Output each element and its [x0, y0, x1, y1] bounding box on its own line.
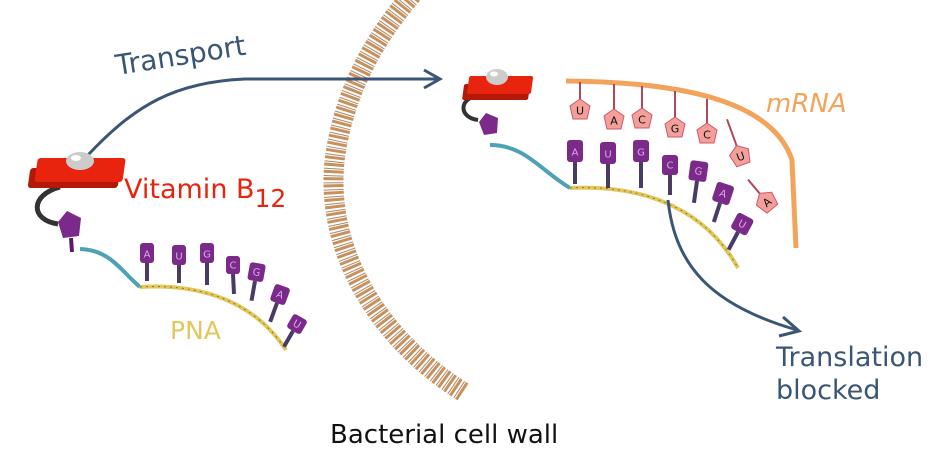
mrna-strand — [565, 78, 799, 249]
vitamin-b12-label: Vitamin B12 — [124, 176, 286, 211]
translation-label-line2: blocked — [776, 375, 881, 406]
cell-wall-label: Bacterial cell wall — [330, 420, 559, 450]
pna-right-base-2: U — [604, 150, 611, 161]
linker-pentagon-right — [479, 113, 498, 135]
mrna-bases: U A C G C U A — [569, 82, 779, 214]
mrna-base-3: C — [638, 114, 646, 127]
pna-bases-left: A U G C G A U — [140, 243, 307, 348]
pna-left-base-2: U — [175, 252, 182, 263]
linker-right — [489, 143, 572, 190]
mrna-base-1: U — [576, 105, 584, 118]
pna-right-base-1: A — [572, 148, 579, 159]
pna-left-base-7: U — [291, 318, 303, 331]
pna-label: PNA — [170, 316, 221, 345]
pna-left-base-1: A — [144, 250, 151, 261]
pna-left-base-4: C — [230, 261, 237, 272]
mrna-label: mRNA — [766, 89, 847, 119]
mrna-base-5: C — [703, 129, 711, 142]
pna-right-base-6: A — [718, 188, 728, 201]
pna-right-base-3: G — [637, 148, 645, 159]
pna-left-base-3: G — [203, 250, 211, 261]
mrna-base-4: G — [671, 123, 680, 136]
bacterial-cell-wall — [323, 0, 469, 401]
pna-left-base-5: G — [252, 267, 262, 279]
mrna-base-2: A — [610, 115, 618, 128]
pna-right-base-7: U — [736, 218, 748, 231]
pna-bases-right: A U G C G A U — [567, 140, 754, 251]
translation-blocked-arrow — [666, 199, 803, 338]
pna-right-base-5: G — [694, 166, 703, 178]
vitamin-b12-right — [461, 69, 534, 122]
vitamin-label-subscript: 12 — [254, 184, 287, 213]
linker-left — [79, 247, 142, 289]
vitamin-b12-left — [27, 152, 126, 227]
transport-arrow — [86, 68, 444, 157]
translation-label-line1: Translation — [776, 342, 924, 373]
pna-left-base-6: A — [275, 289, 285, 302]
vitamin-label-main: Vitamin B — [124, 174, 255, 205]
linker-pentagon-left — [58, 211, 81, 238]
pna-right-base-4: C — [667, 161, 674, 172]
